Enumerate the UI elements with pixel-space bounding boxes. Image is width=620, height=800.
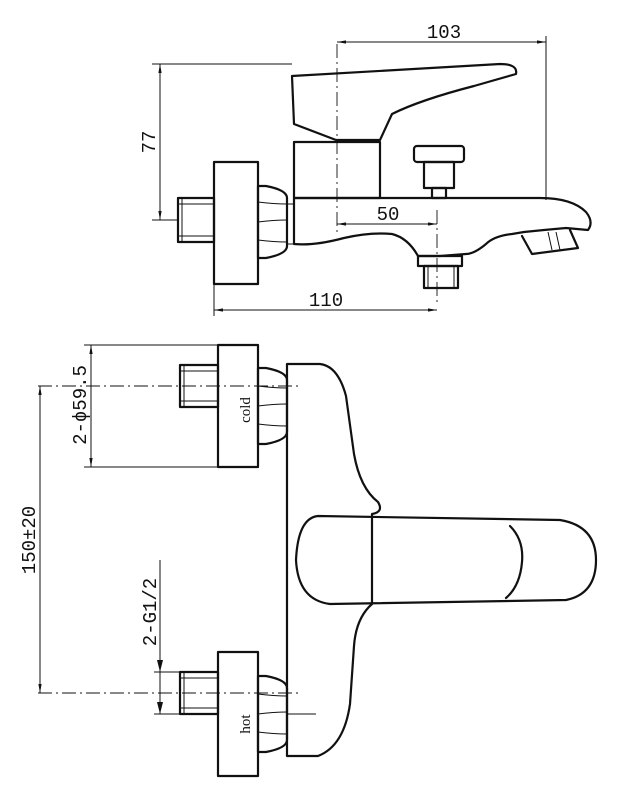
dim-center-distance: 150±20: [19, 386, 42, 693]
dim-center-distance-text: 150±20: [19, 506, 41, 574]
dim-spout-reach: 103: [337, 22, 547, 200]
side-lever-handle: [290, 62, 518, 142]
dim-flange-size-text: 2-ϕ59.5: [70, 365, 92, 445]
front-lever-handle: [294, 514, 598, 606]
dim-spout-reach-text: 103: [427, 22, 461, 44]
side-view: 103 77 50 110: [139, 22, 592, 316]
cold-inlet: [178, 343, 289, 469]
front-view: cold hot 2-ϕ59.5 150±20 2-G1/2: [19, 343, 598, 778]
side-spout-outlet: [520, 228, 580, 256]
cold-label: cold: [238, 397, 254, 423]
side-inlet-pipe: [176, 196, 216, 244]
hot-flange: [216, 650, 260, 778]
side-hex-nut: [256, 184, 294, 260]
hot-label: hot: [238, 714, 254, 734]
side-flange: [212, 160, 260, 286]
dim-body-length-text: 110: [309, 290, 343, 312]
dim-thread-size: 2-G1/2: [140, 560, 180, 715]
dim-body-length: 110: [213, 284, 437, 316]
dim-outlet-offset-text: 50: [377, 204, 400, 226]
side-body-spout: [292, 196, 592, 258]
dim-flange-size: 2-ϕ59.5: [70, 344, 218, 468]
front-body: [285, 362, 382, 758]
hot-hex-nut: [256, 674, 289, 754]
dim-body-height: 77: [139, 63, 292, 221]
side-diverter-knob: [412, 144, 466, 200]
dim-thread-size-text: 2-G1/2: [140, 578, 162, 646]
cold-hex-nut: [256, 366, 289, 446]
side-shower-outlet: [416, 254, 464, 290]
dim-outlet-offset: 50: [337, 204, 437, 226]
dim-body-height-text: 77: [139, 131, 161, 154]
front-lever-inner: [504, 524, 524, 600]
hot-inlet: [178, 650, 289, 778]
